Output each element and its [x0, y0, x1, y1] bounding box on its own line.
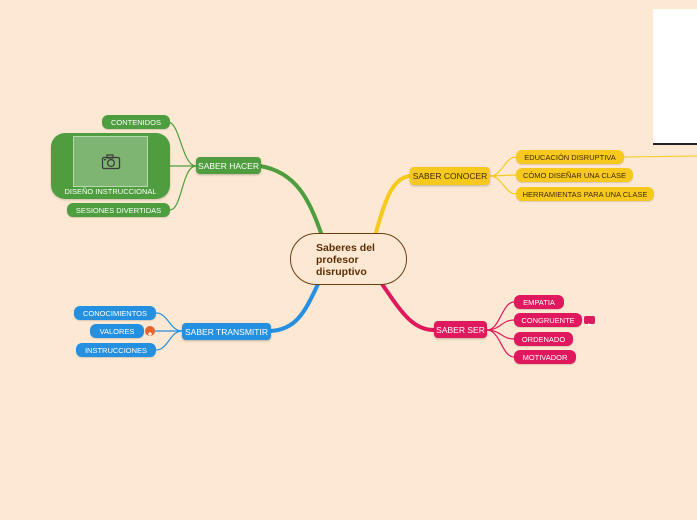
subtopic-ordenado[interactable]: ORDENADO [514, 332, 573, 346]
central-topic[interactable]: Saberes del profesor disruptivo [290, 233, 407, 285]
subtopic-valores[interactable]: VALORES [90, 324, 144, 338]
link-educacion-offscreen [624, 156, 697, 157]
link-transmitir-instrucciones [156, 331, 182, 350]
link-conocer-herramientas [490, 176, 516, 194]
subtopic-como-disenar[interactable]: CÓMO DISEÑAR UNA CLASE [516, 168, 633, 182]
subtopic-congruente-label: CONGRUENTE [521, 316, 574, 325]
link-center-transmitir [270, 284, 318, 331]
topic-saber-ser-label: SABER SER [436, 325, 485, 335]
topic-saber-conocer-label: SABER CONOCER [413, 171, 488, 181]
subtopic-sesiones-divertidas-label: SESIONES DIVERTIDAS [76, 206, 161, 215]
subtopic-conocimientos[interactable]: CONOCIMIENTOS [74, 306, 156, 320]
subtopic-instrucciones[interactable]: INSTRUCCIONES [76, 343, 156, 357]
link-center-conocer [375, 176, 410, 236]
offscreen-panel [653, 9, 697, 145]
subtopic-educacion-disruptiva[interactable]: EDUCACIÓN DISRUPTIVA [516, 150, 624, 164]
camera-icon [101, 154, 121, 170]
link-badge-icon[interactable] [145, 326, 155, 336]
topic-saber-ser[interactable]: SABER SER [434, 321, 487, 338]
subtopic-valores-label: VALORES [100, 327, 135, 336]
subtopic-conocimientos-label: CONOCIMIENTOS [83, 309, 147, 318]
link-hacer-contenidos [168, 122, 196, 166]
link-center-hacer [260, 166, 322, 236]
image-placeholder [73, 136, 148, 187]
topic-saber-transmitir[interactable]: SABER TRANSMITIR [182, 323, 271, 340]
subtopic-instrucciones-label: INSTRUCCIONES [85, 346, 147, 355]
topic-saber-hacer[interactable]: SABER HACER [196, 157, 261, 174]
subtopic-empatia[interactable]: EMPATIA [514, 295, 564, 309]
topic-saber-conocer[interactable]: SABER CONOCER [410, 167, 490, 185]
subtopic-empatia-label: EMPATIA [523, 298, 555, 307]
subtopic-diseno-instruccional-label: DISEÑO INSTRUCCIONAL [51, 187, 170, 196]
central-topic-line-1: Saberes del [316, 242, 406, 254]
subtopic-herramientas[interactable]: HERRAMIENTAS PARA UNA CLASE [516, 187, 654, 201]
subtopic-congruente[interactable]: CONGRUENTE [514, 313, 582, 327]
link-conocer-educacion [490, 157, 516, 176]
subtopic-diseno-instruccional[interactable]: DISEÑO INSTRUCCIONAL [51, 133, 170, 199]
subtopic-sesiones-divertidas[interactable]: SESIONES DIVERTIDAS [67, 203, 170, 217]
subtopic-educacion-disruptiva-label: EDUCACIÓN DISRUPTIVA [524, 153, 616, 162]
subtopic-herramientas-label: HERRAMIENTAS PARA UNA CLASE [523, 190, 648, 199]
central-topic-line-2: profesor [316, 254, 406, 266]
link-hacer-sesiones [170, 166, 196, 210]
subtopic-contenidos[interactable]: CONTENIDOS [102, 115, 170, 129]
subtopic-contenidos-label: CONTENIDOS [111, 118, 161, 127]
subtopic-como-disenar-label: CÓMO DISEÑAR UNA CLASE [523, 171, 626, 180]
topic-saber-transmitir-label: SABER TRANSMITIR [185, 327, 268, 337]
link-center-ser [382, 284, 434, 330]
link-transmitir-conocimientos [156, 313, 182, 331]
subtopic-ordenado-label: ORDENADO [522, 335, 565, 344]
central-topic-line-3: disruptivo [316, 266, 406, 278]
subtopic-motivador[interactable]: MOTIVADOR [514, 350, 576, 364]
subtopic-motivador-label: MOTIVADOR [523, 353, 568, 362]
youtube-play-icon[interactable] [584, 316, 595, 324]
topic-saber-hacer-label: SABER HACER [198, 161, 259, 171]
